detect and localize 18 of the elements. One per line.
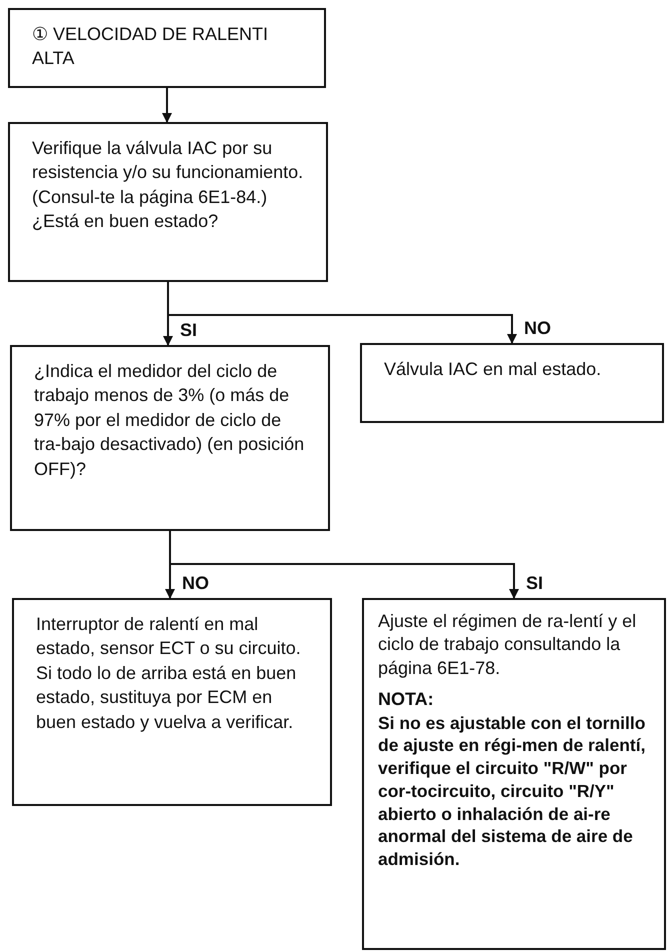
- result-box: [360, 343, 664, 423]
- box-text: ① VELOCIDAD DE RALENTI ALTA: [32, 23, 270, 70]
- note-text: Si no es ajustable con el tornillo de ajuste en régi-men de ralentí, verifique el circuito "R/W" por cor-tocircuito, circuito "R/Y" abierto o inhalación de ai-re anormal del sistema de aire de admisión.: [378, 712, 646, 871]
- start-box: [8, 8, 326, 88]
- process-box: [8, 122, 328, 282]
- result-box: [362, 598, 666, 950]
- note-heading: NOTA:: [378, 688, 435, 712]
- note-text: Si todo lo de arriba está en buen estado, sustituya por ECM en buen estado y vuelva a verificar.: [36, 662, 298, 734]
- arrow: [169, 531, 519, 599]
- arrow: [162, 88, 172, 123]
- result-box: [12, 598, 332, 806]
- box-text: Verifique la válvula IAC por su resistencia y/o su funcionamiento. (Consul-te la página 6E1-84.) ¿Está en buen estado?: [32, 137, 304, 234]
- box-text: Interruptor de ralentí en mal estado, sensor ECT o su circuito.: [36, 613, 302, 660]
- decision-box: [10, 345, 330, 531]
- box-text: Válvula IAC en mal estado.: [384, 358, 602, 381]
- box-text: Ajuste el régimen de ra-lentí y el ciclo de trabajo consultando la página 6E1-78.: [378, 610, 638, 680]
- box-text: ¿Indica el medidor del ciclo de trabajo menos de 3% (o más de 97% por el medidor de ciclo de tra-bajo desactivado) (en posición OFF)?: [34, 360, 306, 481]
- arrow: [167, 282, 517, 344]
